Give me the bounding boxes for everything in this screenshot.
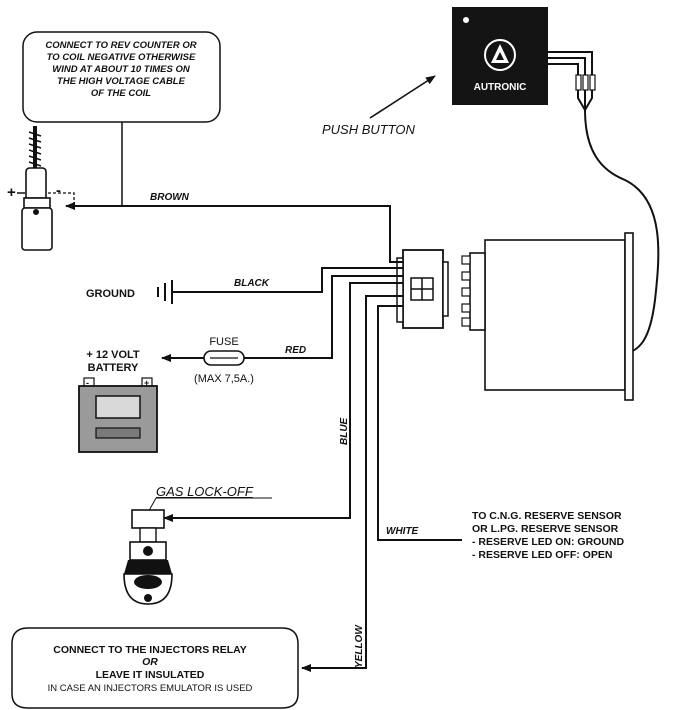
connector-pin: [589, 74, 596, 91]
injector-note-line-3: LEAVE IT INSULATED: [96, 669, 205, 681]
coil-spring-icon: [28, 131, 42, 167]
control-unit-bezel: [624, 232, 634, 401]
valve-head-icon: [131, 509, 165, 529]
black-wire-label: BLACK: [234, 278, 270, 289]
battery-label-2: BATTERY: [88, 362, 139, 374]
injector-note: CONNECT TO THE INJECTORS RELAY OR LEAVE …: [11, 627, 299, 709]
push-button-caption: PUSH BUTTON: [322, 122, 416, 137]
yellow-wire-label: YELLOW: [354, 624, 365, 668]
yellow-wire: [301, 295, 403, 672]
injector-note-line-2: OR: [142, 656, 158, 668]
coil-body: [21, 207, 53, 251]
push-button-arrow: [369, 75, 436, 119]
coil-note-line-4: THE HIGH VOLTAGE CABLE: [57, 76, 186, 87]
blue-wire-label: BLUE: [339, 417, 350, 445]
harness-connector: [396, 249, 449, 329]
connector-pin: [582, 74, 589, 91]
fuse-rating: (MAX 7,5A.): [194, 373, 254, 385]
autronic-logo-icon: [491, 44, 509, 63]
coil-note: CONNECT TO REV COUNTER OR TO COIL NEGATI…: [22, 31, 221, 206]
battery-plus: +: [144, 378, 149, 388]
gas-lock-off: GAS LOCK-OFF: [123, 484, 272, 605]
injector-note-line-1: CONNECT TO THE INJECTORS RELAY: [53, 644, 247, 656]
battery-minus: -: [86, 378, 89, 388]
push-button-module: AUTRONIC: [452, 7, 660, 356]
white-wire-label: WHITE: [386, 526, 419, 537]
button-brand: AUTRONIC: [474, 82, 527, 93]
reserve-note-line-1: TO C.N.G. RESERVE SENSOR: [472, 510, 622, 522]
ground-symbol: GROUND: [86, 280, 173, 304]
lockoff-label: GAS LOCK-OFF: [156, 484, 254, 499]
button-cable: [584, 109, 660, 356]
coil-note-line-3: WIND AT ABOUT 10 TIMES ON: [52, 64, 191, 75]
control-unit: [461, 232, 634, 401]
control-unit-body: [484, 239, 626, 391]
coil-minus-label: -: [56, 182, 61, 199]
connector-pin: [575, 74, 582, 91]
red-wire-label: RED: [285, 345, 306, 356]
autronic-button: [452, 7, 548, 105]
fuse: FUSE (MAX 7,5A.): [194, 336, 254, 385]
fuse-label: FUSE: [209, 336, 238, 348]
brown-wire-label: BROWN: [150, 192, 190, 203]
coil-note-line-1: CONNECT TO REV COUNTER OR: [45, 40, 196, 51]
battery: + 12 VOLT BATTERY - +: [78, 349, 158, 453]
battery-label-1: + 12 VOLT: [86, 349, 140, 361]
blue-wire: [163, 282, 403, 522]
ignition-coil: + -: [7, 126, 75, 251]
injector-note-line-4: IN CASE AN INJECTORS EMULATOR IS USED: [48, 683, 253, 694]
white-wire: [377, 305, 462, 541]
red-wire: [244, 275, 403, 359]
reserve-note-line-3: - RESERVE LED ON: GROUND: [472, 536, 624, 548]
reserve-note-line-2: OR L.PG. RESERVE SENSOR: [472, 523, 619, 535]
reserve-sensor-note: TO C.N.G. RESERVE SENSOR OR L.PG. RESERV…: [472, 510, 624, 561]
injector-note-box: [11, 627, 299, 709]
ground-label: GROUND: [86, 288, 135, 300]
coil-note-line-5: OF THE COIL: [91, 88, 151, 99]
reserve-note-line-4: - RESERVE LED OFF: OPEN: [472, 549, 612, 561]
coil-note-line-2: TO COIL NEGATIVE OTHERWISE: [47, 52, 196, 63]
black-wire: [172, 267, 403, 293]
coil-plus-label: +: [7, 184, 16, 201]
brown-wire: [65, 202, 403, 263]
